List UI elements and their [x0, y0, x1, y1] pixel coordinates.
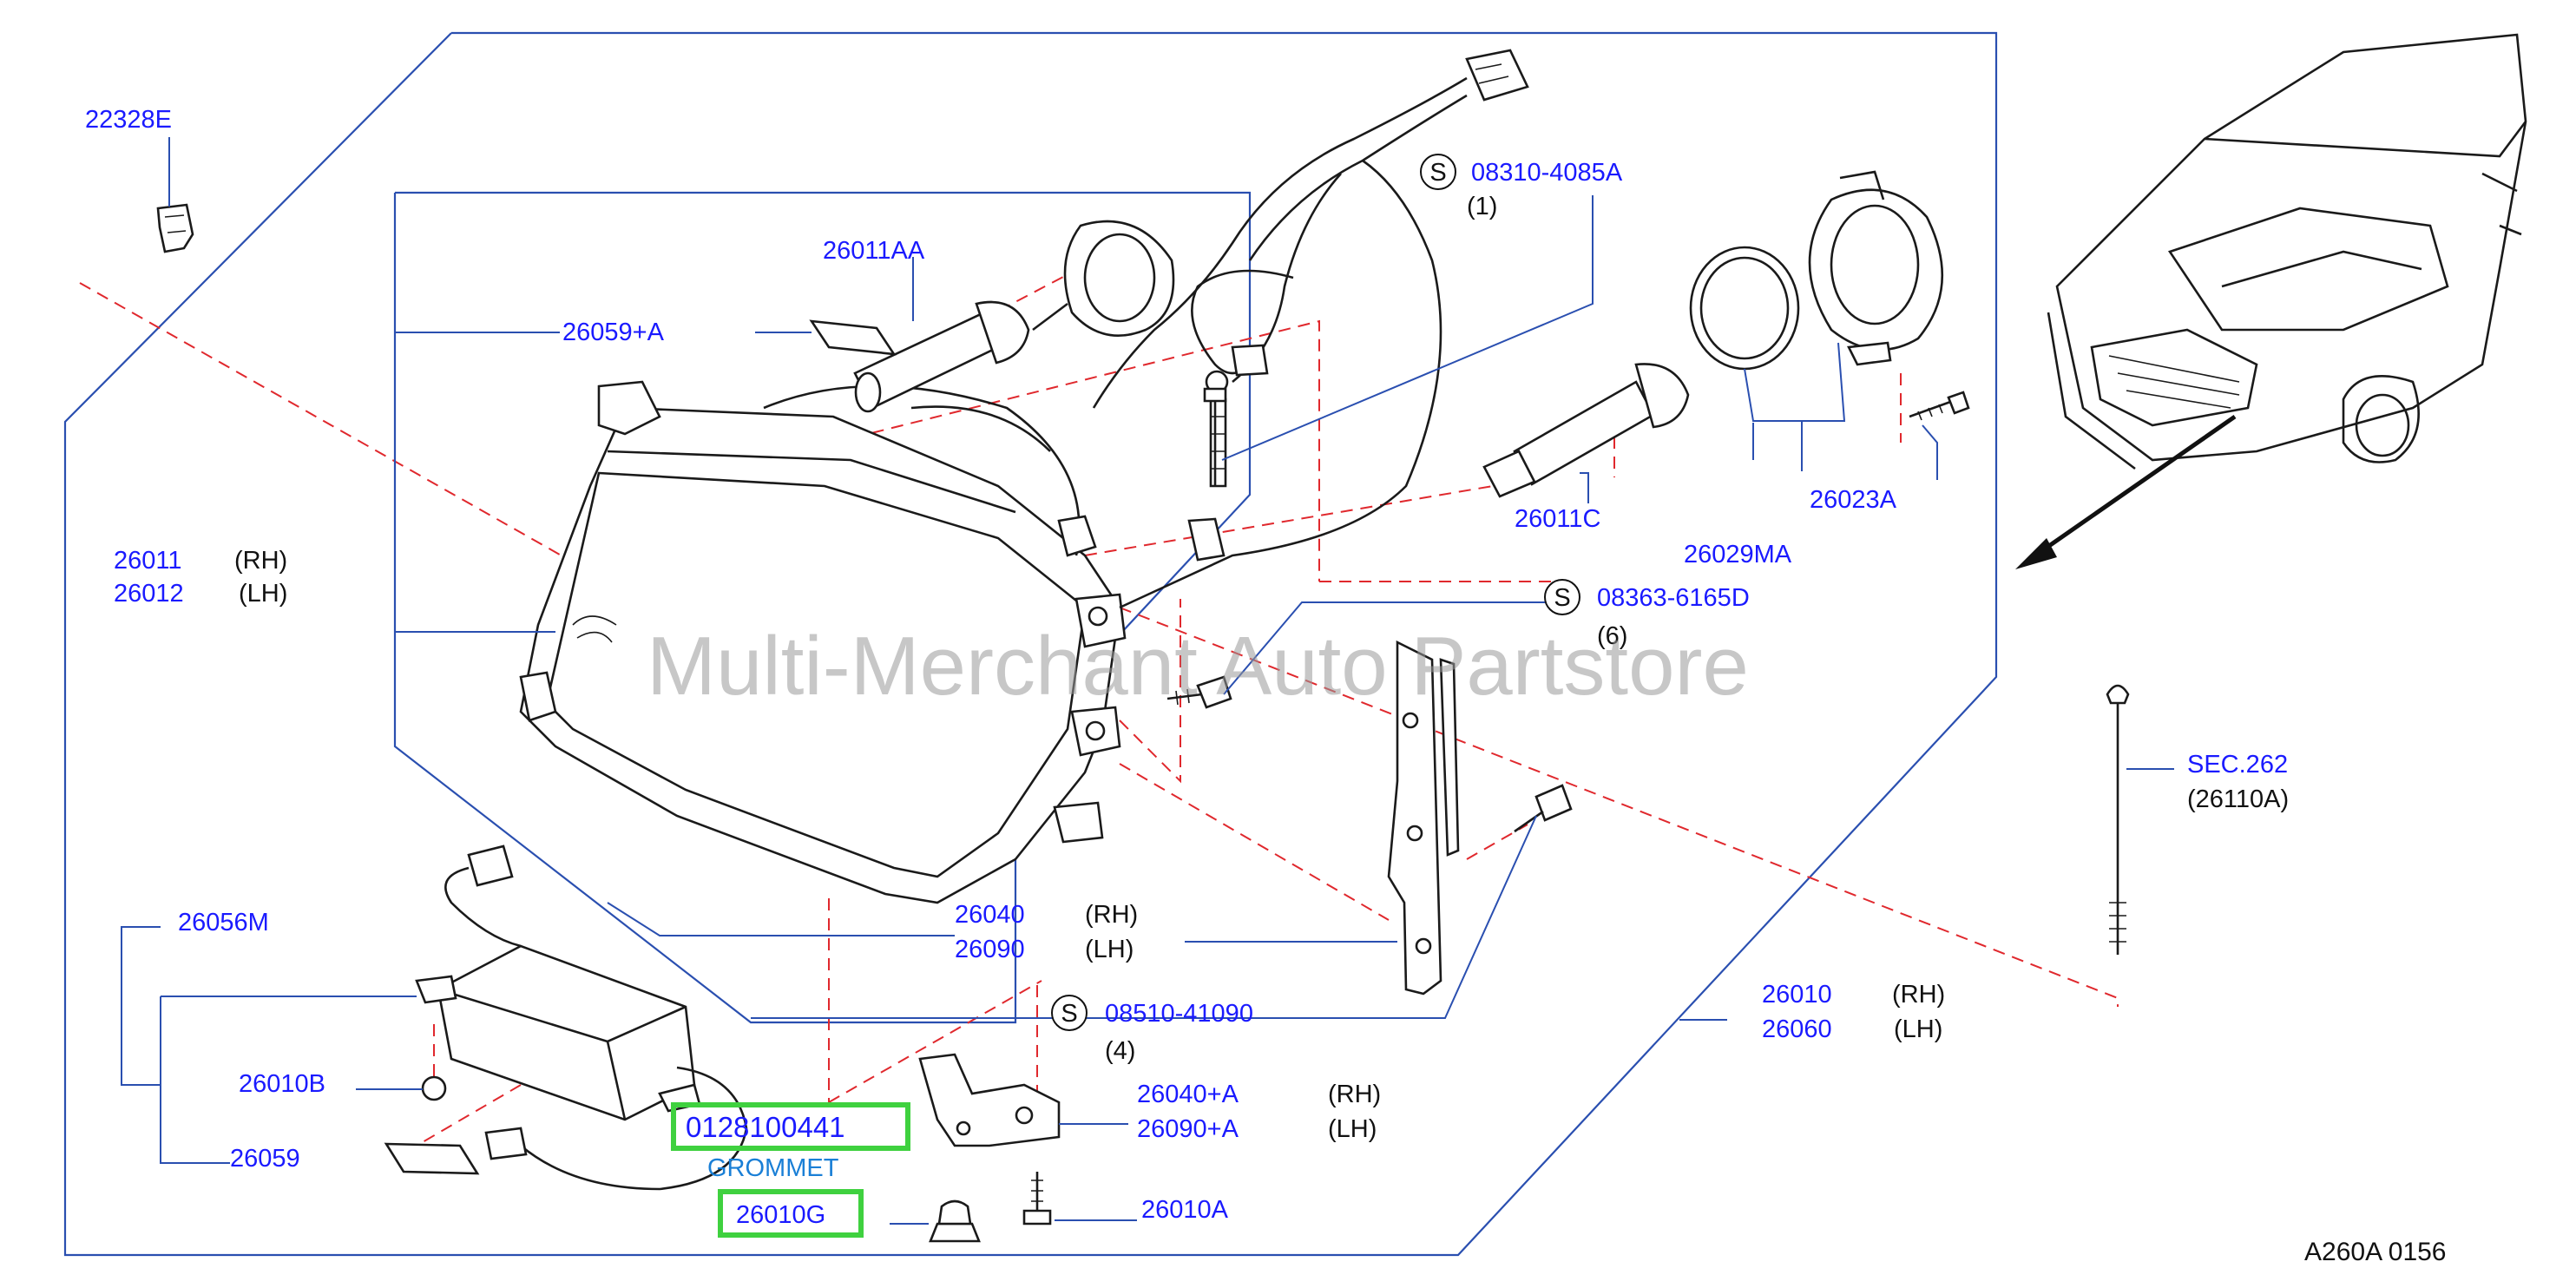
- part-label-08310-4085A: 08310-4085A: [1471, 159, 1623, 187]
- part-label-26060: 26060: [1762, 1015, 1832, 1043]
- part-label-0128100441: 0128100441: [686, 1111, 845, 1143]
- side-label-26010-rh: (RH): [1892, 981, 1945, 1009]
- screw-symbol-08310: [1420, 154, 1456, 190]
- grommet-label: GROMMET: [707, 1154, 839, 1182]
- screw-symbol-08363: [1544, 579, 1580, 615]
- part-label-26090: 26090: [955, 936, 1025, 963]
- ballast-26056M-drawing: [415, 844, 748, 1191]
- bracket-26040-drawing: [1387, 640, 1460, 996]
- direction-arrow: [2015, 414, 2237, 569]
- side-label-26011-rh: (RH): [234, 547, 287, 575]
- part-label-26010G: 26010G: [736, 1201, 825, 1229]
- part-label-26029MA: 26029MA: [1684, 541, 1792, 568]
- part-label-26010B: 26010B: [239, 1070, 325, 1098]
- assembly-boundary: [63, 31, 1998, 1257]
- clip-22328E-drawing: [156, 203, 194, 253]
- screw-symbol-08510: [1051, 995, 1088, 1031]
- seal-ring-26029MA-drawing: [1689, 170, 1944, 371]
- part-label-08510-41090: 08510-41090: [1105, 1000, 1253, 1028]
- part-label-26040A: 26040+A: [1137, 1081, 1239, 1108]
- side-label-26040-rh: (RH): [1085, 901, 1138, 929]
- part-label-22328E: 22328E: [85, 106, 172, 134]
- side-label-26060-lh: (LH): [1894, 1015, 1942, 1043]
- watermark: Multi-Merchant Auto Partstore: [647, 620, 1749, 713]
- grommet-26010G-drawing: [929, 1199, 981, 1243]
- part-label-26011C: 26011C: [1515, 505, 1600, 533]
- wiring-harness-drawing: [1092, 49, 1529, 609]
- screw-08310-drawing: [1203, 387, 1227, 486]
- headlamp-boundary: [393, 191, 1252, 1024]
- part-label-sec262-sub: (26110A): [2187, 785, 2289, 813]
- highlight-26010G: [718, 1189, 864, 1238]
- part-label-26059: 26059: [230, 1145, 300, 1173]
- side-label-26040A-rh: (RH): [1328, 1081, 1381, 1108]
- part-label-26056M: 26056M: [178, 909, 269, 936]
- bolt-26010A-drawing: [1022, 1172, 1052, 1226]
- part-label-26023A: 26023A: [1810, 486, 1897, 514]
- part-label-26010A: 26010A: [1141, 1196, 1229, 1224]
- screw-symbol-08310-letter: S: [1429, 159, 1446, 187]
- part-label-26012: 26012: [114, 580, 184, 608]
- diagram-reference: A260A 0156: [2304, 1238, 2447, 1266]
- part-label-26059A: 26059+A: [562, 319, 665, 346]
- part-label-08363-6165D: 08363-6165D: [1597, 584, 1750, 612]
- part-label-26040: 26040: [955, 901, 1025, 929]
- qty-label-08363: (6): [1597, 622, 1627, 650]
- label-26059A-drawing: [809, 319, 897, 356]
- screw-bracket-drawing: [1514, 784, 1573, 833]
- screw-26023A-drawing: [1909, 391, 1970, 421]
- qty-label-08310: (1): [1467, 193, 1497, 220]
- vehicle-sketch-drawing: [2047, 33, 2527, 470]
- screw-symbol-08510-letter: S: [1061, 1000, 1077, 1028]
- part-label-26011: 26011: [114, 547, 182, 575]
- qty-label-08510: (4): [1105, 1037, 1135, 1065]
- side-label-26012-lh: (LH): [239, 580, 287, 608]
- side-label-26090A-lh: (LH): [1328, 1115, 1377, 1143]
- label-26059-drawing: [384, 1142, 480, 1175]
- side-label-26090-lh: (LH): [1085, 936, 1134, 963]
- part-label-26011AA: 26011AA: [823, 237, 925, 265]
- bulb-26011C-drawing: [1482, 363, 1690, 498]
- headlamp-assembly-drawing: [519, 380, 1127, 904]
- bracket-26040A-drawing: [918, 1053, 1061, 1147]
- screw-symbol-08363-letter: S: [1554, 584, 1570, 612]
- bulb-26011AA-drawing: [853, 220, 1175, 413]
- part-label-26010: 26010: [1762, 981, 1832, 1009]
- leader-lines: [121, 137, 2174, 1225]
- highlight-0128100441: [671, 1102, 910, 1151]
- part-label-sec262: SEC.262: [2187, 751, 2288, 779]
- part-label-26090A: 26090+A: [1137, 1115, 1239, 1143]
- screw-08363-drawing: [1166, 675, 1232, 709]
- bolt-sec262-drawing: [2106, 684, 2130, 955]
